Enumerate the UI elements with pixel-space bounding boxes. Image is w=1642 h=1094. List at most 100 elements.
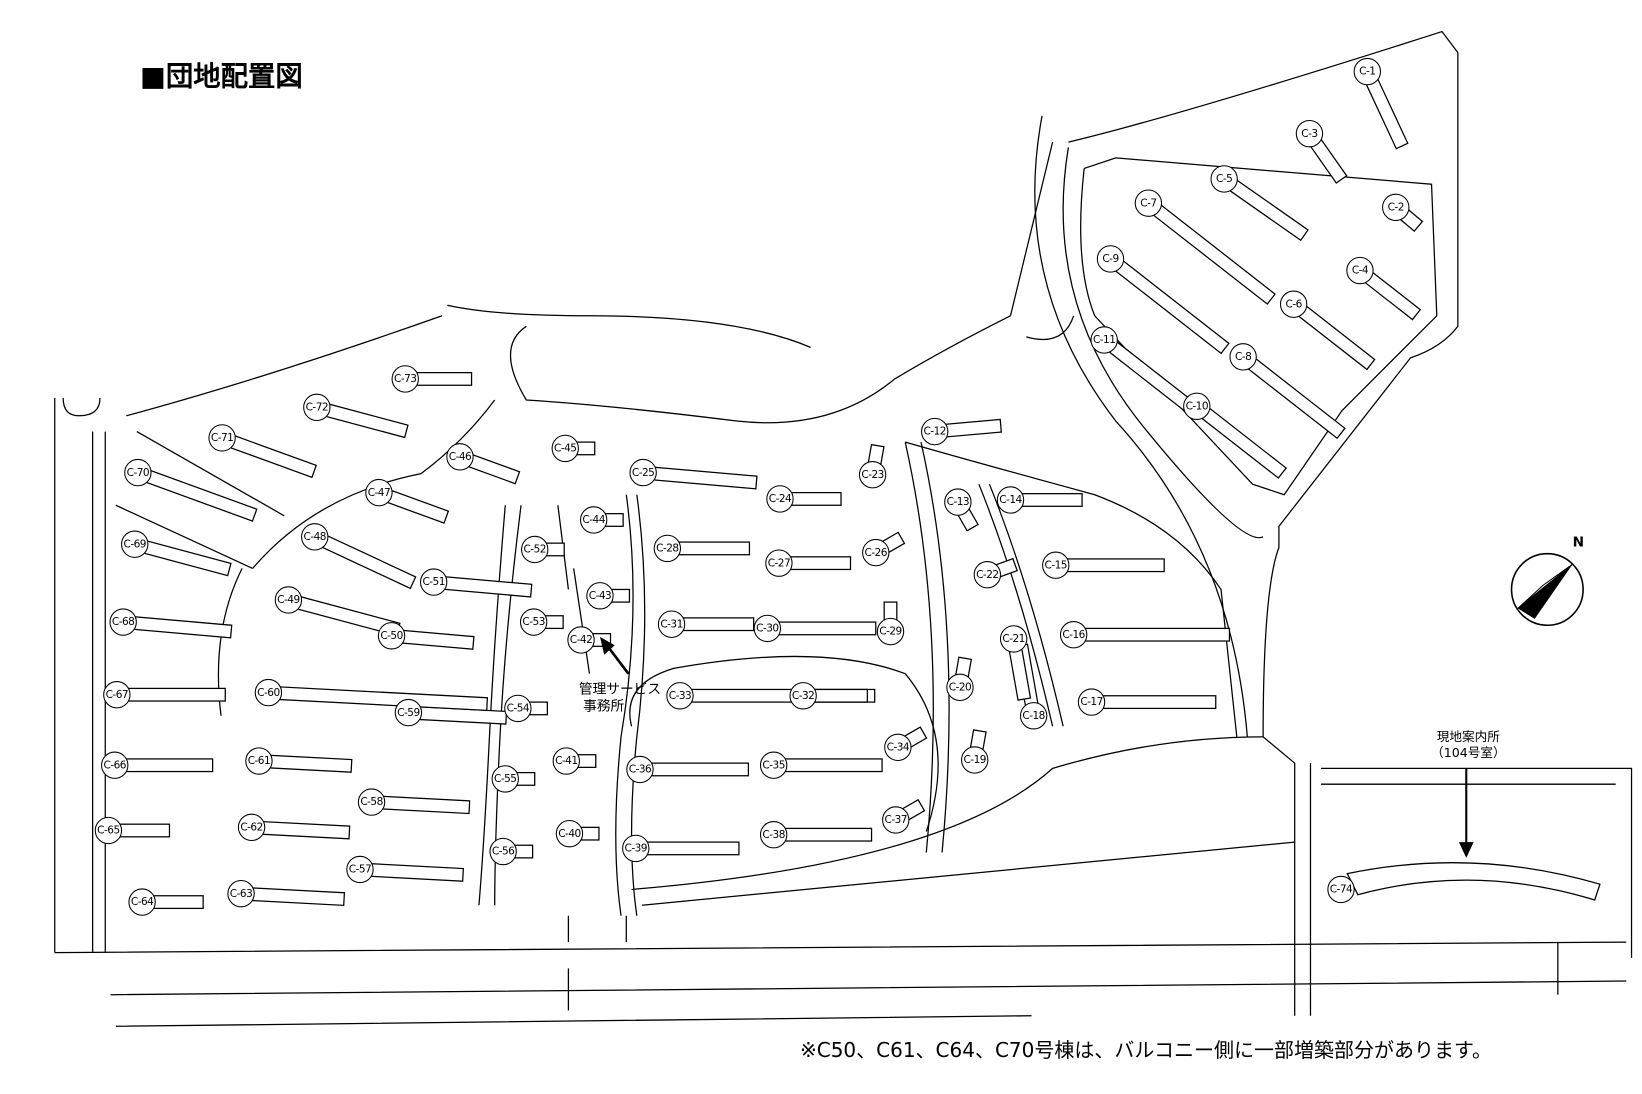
building-label-c-67[interactable]: C-67 xyxy=(103,681,131,709)
building-label-c-16[interactable]: C-16 xyxy=(1059,621,1088,649)
building-label-c-18[interactable]: C-18 xyxy=(1019,702,1048,730)
building-label-c-60[interactable]: C-60 xyxy=(254,678,283,707)
building-label-c-37[interactable]: C-37 xyxy=(882,806,910,834)
building-label-c-55[interactable]: C-55 xyxy=(491,765,519,793)
footnote: ※C50、C61、C64、C70号棟は、バルコニー側に一部増築部分があります。 xyxy=(799,1038,1492,1063)
building-label-c-22[interactable]: C-22 xyxy=(973,561,1002,589)
building-label-c-6[interactable]: C-6 xyxy=(1279,290,1308,318)
office-label-line2: 事務所 xyxy=(583,698,625,715)
building-footprint-c-47 xyxy=(383,488,450,524)
building-label-c-72[interactable]: C-72 xyxy=(303,393,331,422)
east-block-road xyxy=(905,441,1238,737)
building-label-c-49[interactable]: C-49 xyxy=(274,586,303,614)
east-inner-road xyxy=(1034,115,1264,737)
building-label-c-15[interactable]: C-15 xyxy=(1042,551,1070,579)
building-label-c-58[interactable]: C-58 xyxy=(357,788,386,816)
building-label-c-32[interactable]: C-32 xyxy=(789,682,817,710)
building-footprint-c-12 xyxy=(941,418,1003,438)
building-label-c-74[interactable]: C-74 xyxy=(1327,875,1355,904)
building-label-c-43[interactable]: C-43 xyxy=(586,582,614,610)
building-label-c-26[interactable]: C-26 xyxy=(862,538,890,567)
building-label-c-12[interactable]: C-12 xyxy=(921,417,949,446)
building-label-c-53[interactable]: C-53 xyxy=(519,608,548,636)
building-label-c-24[interactable]: C-24 xyxy=(766,485,794,513)
building-footprint-c-69 xyxy=(140,539,232,577)
site-guide-label: 現地案内所 （104号室） xyxy=(1410,729,1526,761)
building-label-c-10[interactable]: C-10 xyxy=(1183,392,1211,420)
building-label-c-54[interactable]: C-54 xyxy=(504,694,532,723)
building-label-c-4[interactable]: C-4 xyxy=(1346,256,1374,285)
building-label-c-9[interactable]: C-9 xyxy=(1096,245,1125,273)
building-label-c-52[interactable]: C-52 xyxy=(521,535,549,564)
building-label-c-28[interactable]: C-28 xyxy=(653,534,682,563)
building-label-c-2[interactable]: C-2 xyxy=(1382,193,1410,222)
building-label-c-20[interactable]: C-20 xyxy=(946,673,974,702)
building-footprint-c-7 xyxy=(1150,202,1276,305)
building-label-c-7[interactable]: C-7 xyxy=(1134,189,1163,217)
building-footprint-c-50 xyxy=(398,629,475,650)
building-label-c-46[interactable]: C-46 xyxy=(446,443,474,471)
building-label-c-1[interactable]: C-1 xyxy=(1353,57,1382,86)
road-stubs xyxy=(567,915,1559,1011)
building-label-c-47[interactable]: C-47 xyxy=(365,478,393,507)
building-footprint-c-63 xyxy=(248,887,346,907)
building-label-c-17[interactable]: C-17 xyxy=(1077,688,1106,716)
building-label-c-34[interactable]: C-34 xyxy=(884,733,912,762)
building-footprint-c-62 xyxy=(258,820,351,840)
building-label-c-63[interactable]: C-63 xyxy=(227,879,255,908)
building-label-c-38[interactable]: C-38 xyxy=(759,821,788,849)
building-label-c-23[interactable]: C-23 xyxy=(858,461,887,489)
building-label-c-35[interactable]: C-35 xyxy=(759,751,788,779)
roads xyxy=(54,30,1633,1027)
building-label-c-41[interactable]: C-41 xyxy=(552,747,580,775)
building-label-c-66[interactable]: C-66 xyxy=(101,751,129,779)
building-label-c-61[interactable]: C-61 xyxy=(245,747,273,775)
building-label-c-45[interactable]: C-45 xyxy=(551,434,579,463)
building-label-c-59[interactable]: C-59 xyxy=(394,698,423,727)
building-label-c-69[interactable]: C-69 xyxy=(121,530,149,558)
guide-label-line1: 現地案内所 xyxy=(1436,729,1500,745)
building-label-c-42[interactable]: C-42 xyxy=(567,626,595,654)
building-label-c-64[interactable]: C-64 xyxy=(128,888,156,916)
building-label-c-31[interactable]: C-31 xyxy=(657,610,686,638)
building-label-c-39[interactable]: C-39 xyxy=(622,834,650,863)
building-label-c-51[interactable]: C-51 xyxy=(419,568,448,596)
building-label-c-62[interactable]: C-62 xyxy=(237,813,266,842)
building-footprint-c-68 xyxy=(130,615,233,639)
building-footprint-c-38 xyxy=(781,827,873,842)
building-label-c-48[interactable]: C-48 xyxy=(301,523,329,551)
building-label-c-25[interactable]: C-25 xyxy=(629,458,657,487)
building-label-c-29[interactable]: C-29 xyxy=(876,617,905,646)
building-label-c-19[interactable]: C-19 xyxy=(961,746,989,774)
building-label-c-44[interactable]: C-44 xyxy=(579,506,608,534)
north-label: N xyxy=(1572,534,1585,551)
building-label-c-30[interactable]: C-30 xyxy=(753,614,782,643)
building-footprints xyxy=(116,75,1424,910)
building-label-c-57[interactable]: C-57 xyxy=(346,855,374,884)
south-road xyxy=(631,736,1295,906)
building-footprint-c-70 xyxy=(142,468,258,522)
building-label-c-68[interactable]: C-68 xyxy=(109,608,137,636)
building-label-c-70[interactable]: C-70 xyxy=(124,458,152,487)
building-label-c-11[interactable]: C-11 xyxy=(1090,326,1118,354)
building-label-c-65[interactable]: C-65 xyxy=(94,816,123,845)
building-label-c-13[interactable]: C-13 xyxy=(944,488,972,516)
building-label-c-56[interactable]: C-56 xyxy=(489,837,517,866)
building-label-c-3[interactable]: C-3 xyxy=(1295,119,1324,148)
building-label-c-21[interactable]: C-21 xyxy=(999,625,1028,653)
building-label-c-27[interactable]: C-27 xyxy=(765,549,793,577)
building-label-c-36[interactable]: C-36 xyxy=(626,755,654,784)
building-label-c-50[interactable]: C-50 xyxy=(377,622,406,650)
building-footprint-c-57 xyxy=(367,862,464,882)
building-label-c-5[interactable]: C-5 xyxy=(1210,165,1238,193)
north-east-road-a xyxy=(1009,141,1075,341)
building-label-c-33[interactable]: C-33 xyxy=(666,682,694,710)
office-arrow xyxy=(599,636,630,675)
building-label-c-14[interactable]: C-14 xyxy=(996,486,1025,514)
building-label-c-8[interactable]: C-8 xyxy=(1229,343,1257,371)
building-label-c-71[interactable]: C-71 xyxy=(208,424,236,452)
building-label-c-40[interactable]: C-40 xyxy=(555,819,584,848)
building-footprint-c-36 xyxy=(647,762,750,777)
building-label-c-73[interactable]: C-73 xyxy=(391,365,419,393)
